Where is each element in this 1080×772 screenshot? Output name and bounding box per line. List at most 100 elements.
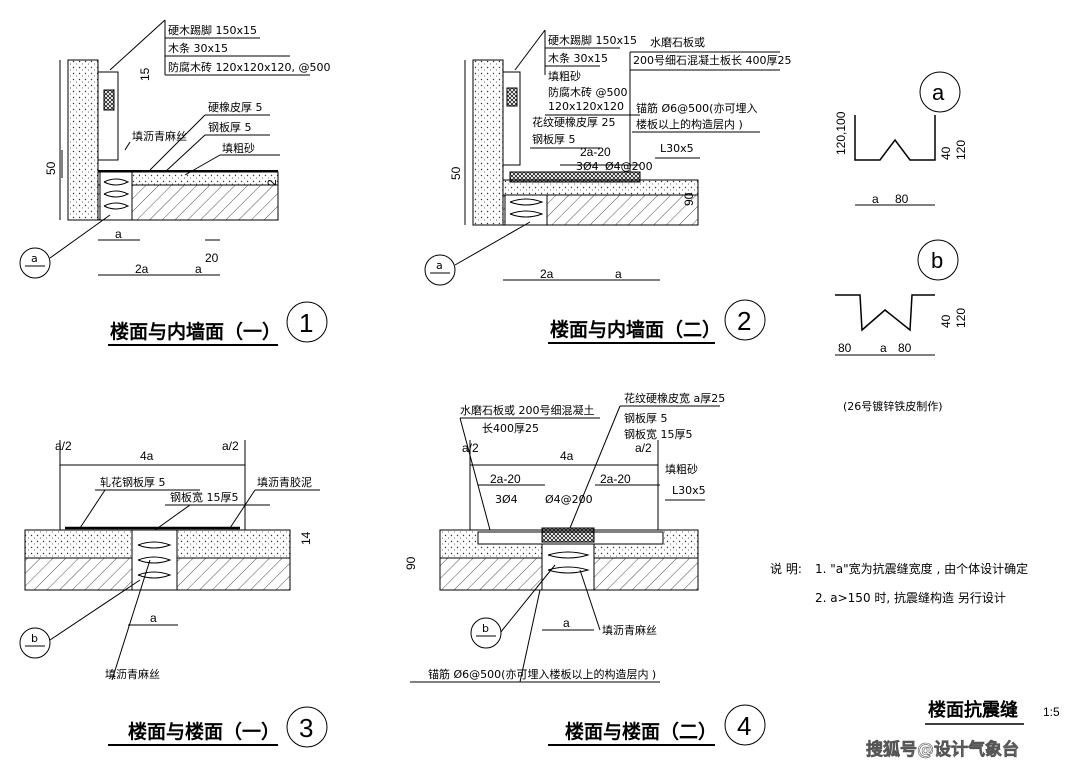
- d4-dim-4a: 4a: [560, 449, 574, 463]
- notes-label: 说 明:: [770, 561, 802, 576]
- d4-anchor-label: 锚筋 Ø6@500(亦可埋入楼板以上的构造层内 ): [428, 667, 656, 681]
- detail-b-profile: b 40 120 80 a 80 (26号镀锌铁皮制作): [835, 239, 968, 413]
- d2-detail-ref: a: [436, 259, 443, 272]
- d4-number: 4: [737, 711, 751, 741]
- d1-dim-50: 50: [44, 161, 58, 175]
- d2-brick2-label: 120x120x120: [548, 100, 624, 113]
- d4-length-label: 长400厚25: [482, 422, 539, 435]
- watermark: 搜狐号@设计气象台: [866, 739, 1019, 760]
- d1-number: 1: [299, 308, 313, 338]
- d1-steel-label: 钢板厚 5: [208, 120, 252, 134]
- d3-caption: 楼面与楼面（一）: [128, 720, 280, 743]
- rubber-plate: [541, 527, 595, 543]
- d1-dim-2a: 2a: [135, 262, 149, 276]
- detail-a-circle: [919, 71, 961, 113]
- detail-a-dim-h1: 120,100: [834, 111, 848, 155]
- d3-fill-label: 填沥青麻丝: [105, 667, 160, 681]
- wall-section: [67, 59, 99, 221]
- d4-number-circle: [724, 704, 766, 746]
- d3-detail-ref: b: [31, 632, 38, 645]
- diagram-2-floor-inner-wall: 硬木踢脚 150x15 木条 30x15 水磨石板或 200号细石混凝土板长 4…: [424, 29, 791, 344]
- d4-terrazzo-label: 水磨石板或 200号细混凝土: [460, 403, 595, 417]
- detail-b-dim-h2: 40: [939, 314, 953, 328]
- d4-sand-label: 填粗砂: [665, 462, 698, 476]
- detail-a-dim-h2: 40: [939, 146, 953, 160]
- detail-b-dim-w3: 80: [898, 341, 912, 355]
- d1-number-circle: [286, 301, 328, 343]
- d1-dim-a2: a: [195, 262, 202, 276]
- diagram-3-floor-floor: a/2 4a a/2 轧花钢板厚 5 钢板宽 15厚5 填沥青胶泥 14 a 填…: [19, 439, 328, 748]
- detail-a-dim-w2: 80: [895, 192, 909, 206]
- d2-angle-label: L30x5: [660, 142, 694, 155]
- diagram-1-floor-inner-wall: 硬木踢脚 150x15 木条 30x15 防腐木砖 120x120x120, @…: [19, 19, 331, 346]
- d2-dim-2a: 2a: [540, 267, 554, 281]
- d1-skirting-label: 硬木踢脚 150x15: [168, 23, 257, 37]
- d3-number-circle: [286, 706, 328, 748]
- d3-dim-a2-left: a/2: [55, 439, 72, 453]
- d4-angle-label: L30x5: [672, 484, 706, 497]
- d4-ref-3d4: 3Ø4: [495, 493, 518, 506]
- d1-caption: 楼面与内墙面（一）: [110, 320, 281, 343]
- d1-detail-ref-circle: [19, 247, 51, 279]
- detail-a-profile: a 120,100 40 120 a 80: [834, 71, 968, 206]
- detail-a-dim-w1: a: [872, 192, 879, 206]
- d2-rubber-label: 花纹硬橡皮厚 25: [532, 115, 616, 129]
- d1-brick-label: 防腐木砖 120x120x120, @500: [168, 60, 331, 74]
- d4-dim-a2-right: a/2: [635, 441, 652, 455]
- d1-detail-ref: a: [31, 252, 38, 265]
- d4-dim-a: a: [563, 616, 570, 630]
- d4-steel-label: 钢板厚 5: [624, 411, 668, 425]
- d3-plate-width-label: 钢板宽 15厚5: [170, 490, 239, 504]
- sheet-title: 楼面抗震缝: [928, 699, 1018, 721]
- d1-strip-label: 木条 30x15: [168, 41, 228, 55]
- wall-section: [472, 59, 504, 226]
- d3-number: 3: [299, 713, 313, 743]
- d2-strip-label: 木条 30x15: [548, 51, 608, 65]
- d1-rubber-label: 硬橡皮厚 5: [208, 101, 263, 114]
- d2-number: 2: [737, 306, 751, 336]
- diagram-4-floor-floor: a/2 4a a/2 2a-20 2a-20 3Ø4 Ø4@200 水磨石板或 …: [404, 391, 766, 746]
- rubber-plate: [509, 171, 641, 183]
- d2-terrazzo-label: 水磨石板或: [650, 35, 705, 49]
- d4-caption: 楼面与楼面（二）: [565, 720, 717, 743]
- d2-dim-50: 50: [449, 166, 463, 180]
- d3-plate-label: 轧花钢板厚 5: [100, 475, 166, 489]
- d4-rubber-label: 花纹硬橡皮宽 a厚25: [624, 391, 725, 405]
- d2-ref-3d4: 3Ø4: [576, 160, 599, 173]
- detail-b-material: (26号镀锌铁皮制作): [843, 399, 943, 413]
- d3-dim-14: 14: [299, 531, 313, 545]
- d4-fill-label: 填沥青麻丝: [602, 623, 657, 637]
- d3-detail-ref-circle: [19, 627, 51, 659]
- d2-anchor-label: 锚筋 Ø6@500(亦可埋入: [636, 101, 757, 115]
- d4-ref-d4200: Ø4@200: [545, 493, 593, 506]
- d2-steel-label: 钢板厚 5: [532, 132, 576, 146]
- d2-anchor2-label: 楼板以上的构造层内 ): [636, 117, 743, 131]
- d4-dim-a2-left: a/2: [462, 441, 479, 455]
- d3-mastic-label: 填沥青胶泥: [257, 475, 312, 489]
- sheet-scale: 1:5: [1043, 705, 1060, 719]
- d2-number-circle: [724, 299, 766, 341]
- d4-steel-width-label: 钢板宽 15厚5: [624, 427, 693, 441]
- d1-dim-2: 2: [265, 179, 279, 186]
- note-line-2: 2. a>150 时, 抗震缝构造 另行设计: [815, 590, 1006, 605]
- d2-ref-2a20: 2a-20: [580, 145, 611, 159]
- d2-ref-d4200: Ø4@200: [605, 160, 653, 173]
- d4-ref-2a20-left: 2a-20: [490, 472, 521, 486]
- detail-b-dim-h3: 120: [954, 308, 968, 328]
- detail-b-letter: b: [931, 248, 943, 273]
- detail-b-dim-w2: a: [880, 341, 887, 355]
- d3-dim-4a: 4a: [140, 449, 154, 463]
- d4-ref-2a20-right: 2a-20: [600, 472, 631, 486]
- d1-dim-20: 20: [205, 251, 219, 265]
- d2-skirting-label: 硬木踢脚 150x15: [548, 33, 637, 47]
- detail-b-circle: [917, 239, 959, 281]
- d4-dim-90: 90: [404, 556, 418, 570]
- detail-a-letter: a: [932, 80, 945, 105]
- d2-brick-label: 防腐木砖 @500: [548, 85, 628, 99]
- d2-dim-a: a: [615, 267, 622, 281]
- d4-detail-ref: b: [482, 622, 489, 635]
- d1-sand-label: 填粗砂: [222, 141, 255, 155]
- d1-dim-a: a: [115, 227, 122, 241]
- note-line-1: 1. "a"宽为抗震缝宽度 , 由个体设计确定: [815, 561, 1028, 576]
- notes-block: 说 明: 1. "a"宽为抗震缝宽度 , 由个体设计确定 2. a>150 时,…: [770, 561, 1028, 605]
